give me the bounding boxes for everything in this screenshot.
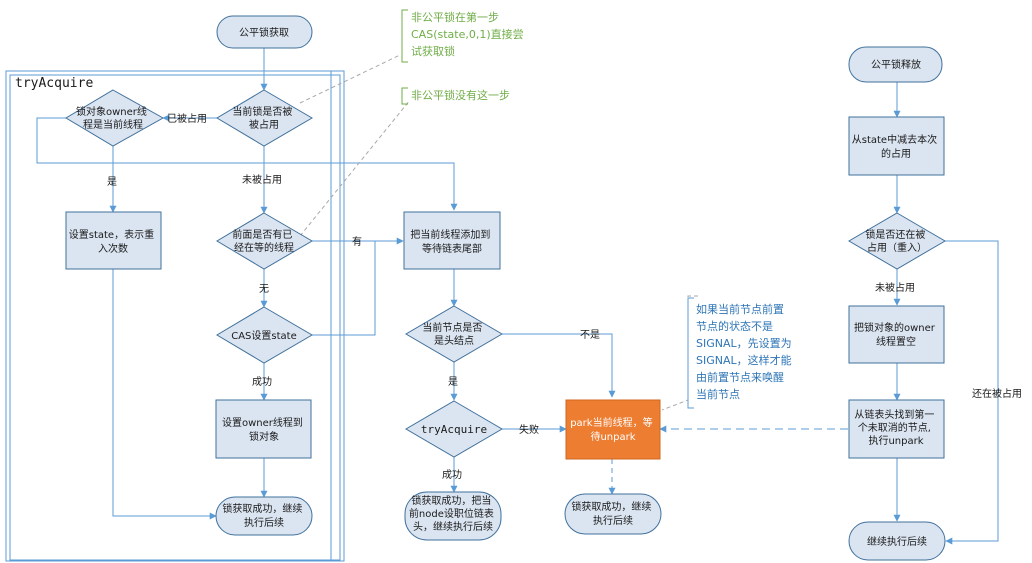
note-nonfair-cas: 非公平锁在第一步 CAS(state,0,1)直接尝 试获取锁	[411, 10, 527, 58]
still-locked-decision: 锁是否还在被 占用（重入）	[848, 212, 946, 270]
svg-text:当前锁是否被 被占用: 当前锁是否被 被占用	[232, 105, 295, 131]
label-has: 有	[352, 235, 362, 248]
continue-after-end: 继续执行后续	[848, 521, 946, 561]
svg-text:tryAcquire: tryAcquire	[421, 423, 487, 436]
set-owner-box: 设置owner线程到 锁对象	[215, 399, 312, 459]
svg-text:非公平锁没有这一步: 非公平锁没有这一步	[411, 88, 510, 102]
sub-state-box: 从state中减去本次 的占用	[848, 116, 945, 176]
fair-acquire-start: 公平锁获取	[216, 15, 313, 49]
edges	[36, 48, 999, 545]
svg-text:设置state，表示重 入次数: 设置state，表示重 入次数	[69, 228, 158, 255]
svg-text:锁获取成功，把当 前node设职位链表: 锁获取成功，把当 前node设职位链表 头，继续执行后续	[409, 494, 497, 533]
svg-text:把锁对象的owner 线程置空: 把锁对象的owner 线程置空	[854, 321, 938, 348]
label-fail: 失败	[519, 423, 539, 436]
svg-text:当前节点是否 是头结点: 当前节点是否 是头结点	[422, 321, 485, 347]
svg-text:前面是否有已 经在等的线程: 前面是否有已 经在等的线程	[232, 228, 295, 254]
label-yes-left: 是	[107, 176, 117, 188]
is-head-next-decision: 当前节点是否 是头结点	[405, 305, 503, 363]
svg-text:锁获取成功，继续 执行后续: 锁获取成功，继续 执行后续	[571, 500, 654, 527]
svg-text:从链表头找到第一 个未取消的节点,: 从链表头找到第一 个未取消的节点, 执行unpark	[854, 408, 937, 447]
note-nonfair-none: 非公平锁没有这一步	[411, 88, 510, 102]
park-thread-box: park当前线程，等 待unpark	[565, 399, 661, 460]
clear-owner-box: 把锁对象的owner 线程置空	[848, 305, 945, 364]
svg-text:如果当前节点前置 节点的状态不是 S: 如果当前节点前置 节点的状态不是 SIGNAL，先设置为 SIGNAL，这样才能…	[696, 302, 795, 401]
svg-text:继续执行后续: 继续执行后续	[867, 535, 927, 548]
svg-text:非公平锁在第一步 CAS(state,0,1)直: 非公平锁在第一步 CAS(state,0,1)直接尝 试获取锁	[411, 10, 527, 58]
label-still-occupied: 还在被占用	[972, 387, 1022, 400]
edge-labels: 已被占用 是 未被占用 有 无 成功 不是 是 失败 成功 未被占用 还在被占用	[107, 112, 1022, 481]
svg-text:park当前线程，等 待unpark: park当前线程，等 待unpark	[570, 416, 656, 443]
svg-text:公平锁获取: 公平锁获取	[239, 26, 289, 39]
label-not-occupied-right: 未被占用	[875, 281, 915, 294]
svg-text:把当前线程添加到 等待链表尾部: 把当前线程添加到 等待链表尾部	[410, 228, 493, 255]
owner-is-current-decision: 锁对象owner线 程是当前线程	[65, 89, 165, 147]
is-locked-decision: 当前锁是否被 被占用	[216, 89, 313, 147]
try-acquire-decision: tryAcquire	[405, 400, 503, 458]
label-success-mid: 成功	[442, 469, 462, 481]
note-signal: 如果当前节点前置 节点的状态不是 SIGNAL，先设置为 SIGNAL，这样才能…	[696, 302, 795, 401]
acquire-ok-left: 锁获取成功，继续 执行后续	[215, 496, 313, 536]
label-occupied: 已被占用	[167, 112, 207, 125]
svg-text:设置owner线程到 锁对象: 设置owner线程到 锁对象	[222, 416, 306, 443]
try-acquire-container: tryAcquire	[5, 70, 345, 562]
note-brackets	[401, 9, 694, 409]
svg-text:公平锁释放: 公平锁释放	[871, 58, 921, 71]
label-not-occupied-left: 未被占用	[242, 173, 282, 186]
add-to-tail-box: 把当前线程添加到 等待链表尾部	[403, 211, 501, 270]
svg-text:从state中减去本次 的占用: 从state中减去本次 的占用	[852, 133, 941, 160]
acquire-ok-mid: 锁获取成功，继续 执行后续	[564, 493, 662, 535]
unpark-first-box: 从链表头找到第一 个未取消的节点, 执行unpark	[848, 399, 945, 459]
svg-text:锁是否还在被 占用（重入）: 锁是否还在被 占用（重入）	[865, 228, 928, 254]
has-queued-decision: 前面是否有已 经在等的线程	[216, 212, 313, 270]
acquire-ok-node: 锁获取成功，把当 前node设职位链表 头，继续执行后续	[404, 491, 502, 541]
label-success-left: 成功	[252, 376, 272, 388]
set-state-reentry-box: 设置state，表示重 入次数	[65, 211, 162, 270]
fair-release-start: 公平锁释放	[848, 46, 943, 83]
label-none: 无	[259, 284, 269, 295]
label-yes-mid: 是	[448, 376, 458, 388]
note-connectors	[299, 54, 698, 411]
container-title: tryAcquire	[15, 76, 93, 91]
cas-state-decision: CAS设置state	[216, 306, 313, 364]
svg-text:锁获取成功，继续 执行后续: 锁获取成功，继续 执行后续	[222, 502, 305, 529]
svg-text:锁对象owner线 程是当前线程: 锁对象owner线 程是当前线程	[76, 105, 150, 131]
svg-text:CAS设置state: CAS设置state	[231, 330, 297, 342]
label-not-yes: 不是	[580, 329, 600, 341]
